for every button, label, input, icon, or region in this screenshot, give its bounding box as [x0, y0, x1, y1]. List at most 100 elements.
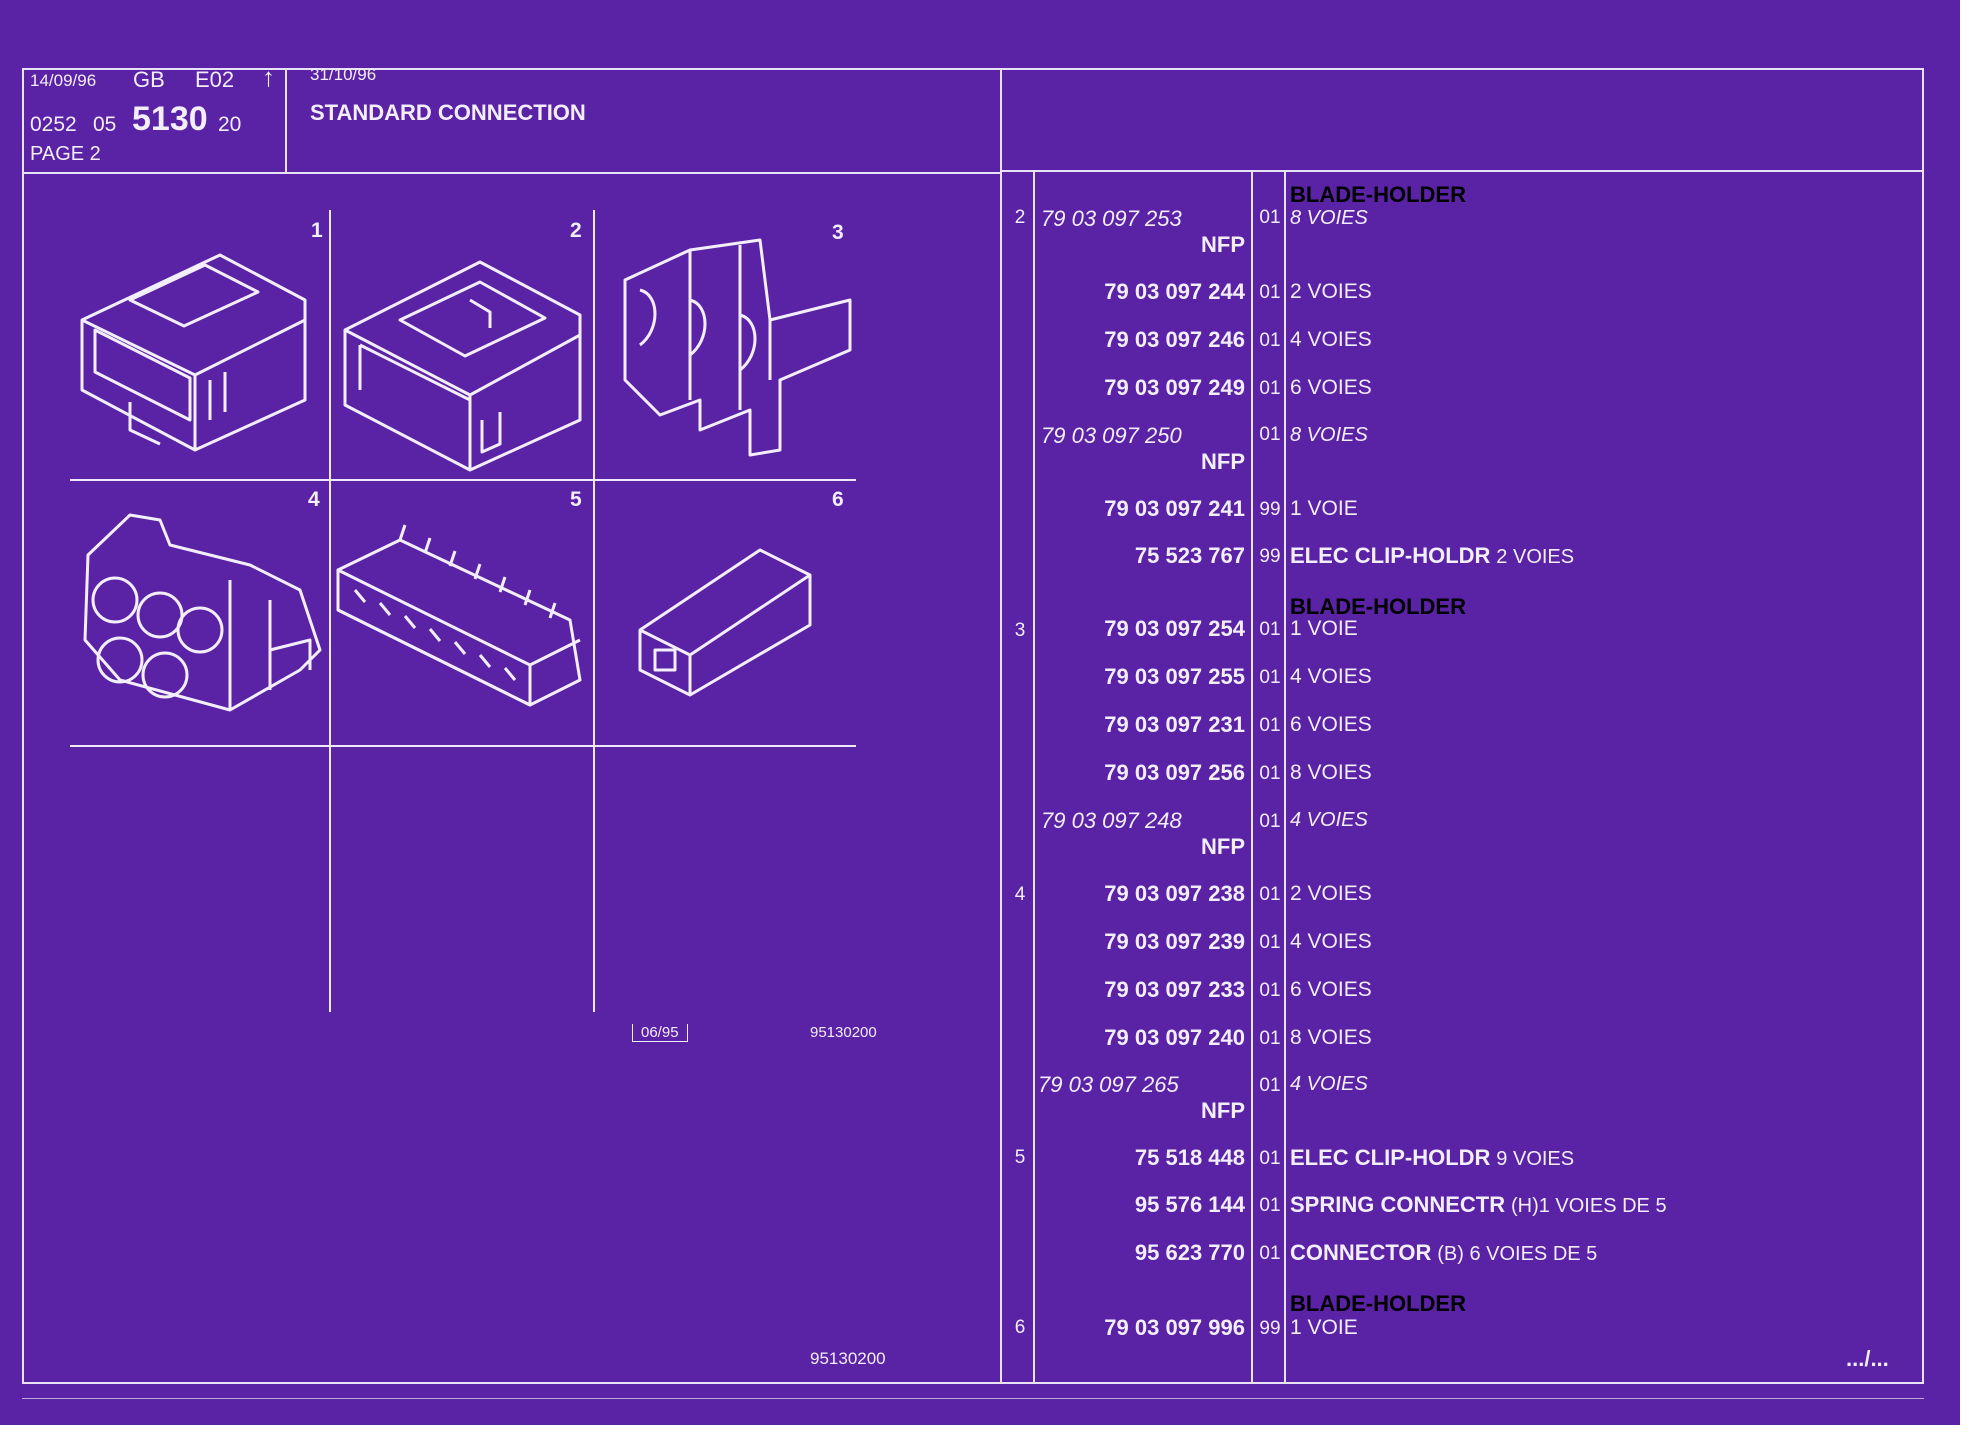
- cell-number-3: 3: [832, 221, 844, 244]
- part-ways: (B) 6 VOIES DE 5: [1437, 1243, 1598, 1265]
- nfp-marker: NFP: [1201, 1098, 1245, 1123]
- nfp-marker: NFP: [1201, 449, 1245, 474]
- part-desc: 8 VOIES: [1290, 207, 1368, 229]
- part-qty: 99: [1259, 546, 1281, 567]
- part-number: 79 03 097 250: [1041, 423, 1182, 448]
- part-desc: 8 VOIES: [1290, 761, 1372, 784]
- cell-number-6: 6: [832, 488, 844, 511]
- figure-code-bottom: 95130200: [810, 1349, 886, 1368]
- group-number: 6: [1014, 1317, 1026, 1338]
- part-number: 79 03 097 231: [1104, 712, 1245, 737]
- part-qty: 01: [1259, 378, 1281, 399]
- group-column-divider: [1033, 172, 1035, 1382]
- connector-5-icon: [336, 524, 582, 707]
- part-qty: 01: [1259, 667, 1281, 688]
- part-number: 79 03 097 249: [1104, 375, 1245, 400]
- header-divider: [22, 172, 1000, 174]
- part-number: 75 523 767: [1134, 543, 1245, 568]
- cell-number-5: 5: [570, 488, 582, 511]
- part-desc: 6 VOIES: [1290, 376, 1372, 399]
- part-name: CONNECTOR: [1290, 1240, 1432, 1265]
- section-heading: BLADE-HOLDER: [1290, 182, 1466, 207]
- part-desc: 8 VOIES: [1290, 424, 1368, 446]
- part-ways: (H)1 VOIES DE 5: [1510, 1195, 1667, 1217]
- frame-left: [22, 68, 24, 1384]
- part-number: 79 03 097 233: [1104, 977, 1245, 1002]
- part-qty: 01: [1259, 980, 1281, 1001]
- part-desc: 6 VOIES: [1290, 978, 1372, 1001]
- continued-marker: .../...: [1846, 1346, 1889, 1371]
- part-name: ELEC CLIP-HOLDR: [1290, 543, 1491, 568]
- part-qty: 01: [1259, 884, 1281, 905]
- qty-column-left: [1251, 172, 1253, 1382]
- part-desc: 1 VOIE: [1290, 617, 1358, 640]
- group-number: 2: [1014, 207, 1026, 228]
- nfp-marker: NFP: [1201, 232, 1245, 257]
- nfp-marker: NFP: [1201, 834, 1245, 859]
- header-edition: E02: [195, 67, 235, 92]
- figure-code-top: 95130200: [810, 1024, 877, 1041]
- group-number: 4: [1014, 884, 1026, 905]
- part-qty: 01: [1259, 619, 1281, 640]
- connector-drawings: [70, 210, 856, 1012]
- part-desc: 4 VOIES: [1290, 1073, 1368, 1095]
- header-box-divider: [285, 68, 287, 172]
- part-desc: SPRING CONNECTR (H)1 VOIES DE 5: [1290, 1194, 1667, 1217]
- group-number: 5: [1014, 1147, 1026, 1168]
- part-desc: 8 VOIES: [1290, 1026, 1372, 1049]
- connector-1-icon: [80, 253, 307, 452]
- part-name: ELEC CLIP-HOLDR: [1290, 1145, 1491, 1170]
- part-qty: 01: [1259, 715, 1281, 736]
- part-number: 79 03 097 255: [1104, 664, 1245, 689]
- header-ref-suffix: 20: [218, 113, 242, 136]
- part-number: 79 03 097 240: [1104, 1025, 1245, 1050]
- part-number: 79 03 097 244: [1104, 279, 1245, 304]
- part-number: 79 03 097 996: [1104, 1315, 1245, 1340]
- part-number: 95 576 144: [1134, 1192, 1245, 1217]
- part-desc: ELEC CLIP-HOLDR 9 VOIES: [1290, 1145, 1575, 1170]
- frame-bottom: [22, 1382, 1924, 1384]
- main-column-divider: [1000, 68, 1002, 1382]
- header-ref-group: 05: [93, 113, 117, 136]
- part-qty: 01: [1259, 1195, 1281, 1216]
- part-number: 79 03 097 246: [1104, 327, 1245, 352]
- part-qty: 99: [1259, 499, 1281, 520]
- part-desc: 2 VOIES: [1290, 882, 1372, 905]
- arrow-up-icon: ↑: [262, 62, 275, 92]
- header-ref-main: 5130: [132, 100, 208, 138]
- connector-6-icon: [638, 548, 812, 697]
- cell-number-4: 4: [308, 488, 320, 511]
- part-number: 75 518 448: [1134, 1145, 1245, 1170]
- frame-lower-band: [22, 1398, 1924, 1399]
- header-date-right: 31/10/96: [310, 65, 377, 84]
- part-qty: 99: [1259, 1318, 1281, 1339]
- header-date-left: 14/09/96: [30, 71, 97, 90]
- part-desc: 4 VOIES: [1290, 665, 1372, 688]
- part-desc: 4 VOIES: [1290, 930, 1372, 953]
- part-number: 79 03 097 265: [1038, 1072, 1179, 1097]
- part-desc: 6 VOIES: [1290, 713, 1372, 736]
- section-heading: BLADE-HOLDER: [1290, 594, 1466, 619]
- part-ways: 9 VOIES: [1496, 1148, 1575, 1170]
- header-language: GB: [133, 67, 165, 92]
- part-qty: 01: [1259, 1075, 1281, 1096]
- header-divider-right: [1000, 170, 1924, 172]
- part-qty: 01: [1259, 282, 1281, 303]
- part-qty: 01: [1259, 932, 1281, 953]
- part-qty: 01: [1259, 763, 1281, 784]
- qty-column-right: [1284, 172, 1286, 1382]
- part-qty: 01: [1259, 424, 1281, 445]
- part-ways: 2 VOIES: [1496, 546, 1575, 568]
- connector-4-icon: [83, 513, 322, 712]
- part-desc: 1 VOIE: [1290, 497, 1358, 520]
- header-ref-prefix: 0252: [30, 113, 77, 136]
- part-number: 79 03 097 241: [1104, 496, 1245, 521]
- part-desc: 2 VOIES: [1290, 280, 1372, 303]
- cell-number-1: 1: [311, 219, 323, 242]
- part-desc: CONNECTOR (B) 6 VOIES DE 5: [1290, 1240, 1598, 1265]
- section-heading: BLADE-HOLDER: [1290, 1291, 1466, 1316]
- part-number: 79 03 097 248: [1041, 808, 1182, 833]
- part-qty: 01: [1259, 1243, 1281, 1264]
- part-number: 79 03 097 256: [1104, 760, 1245, 785]
